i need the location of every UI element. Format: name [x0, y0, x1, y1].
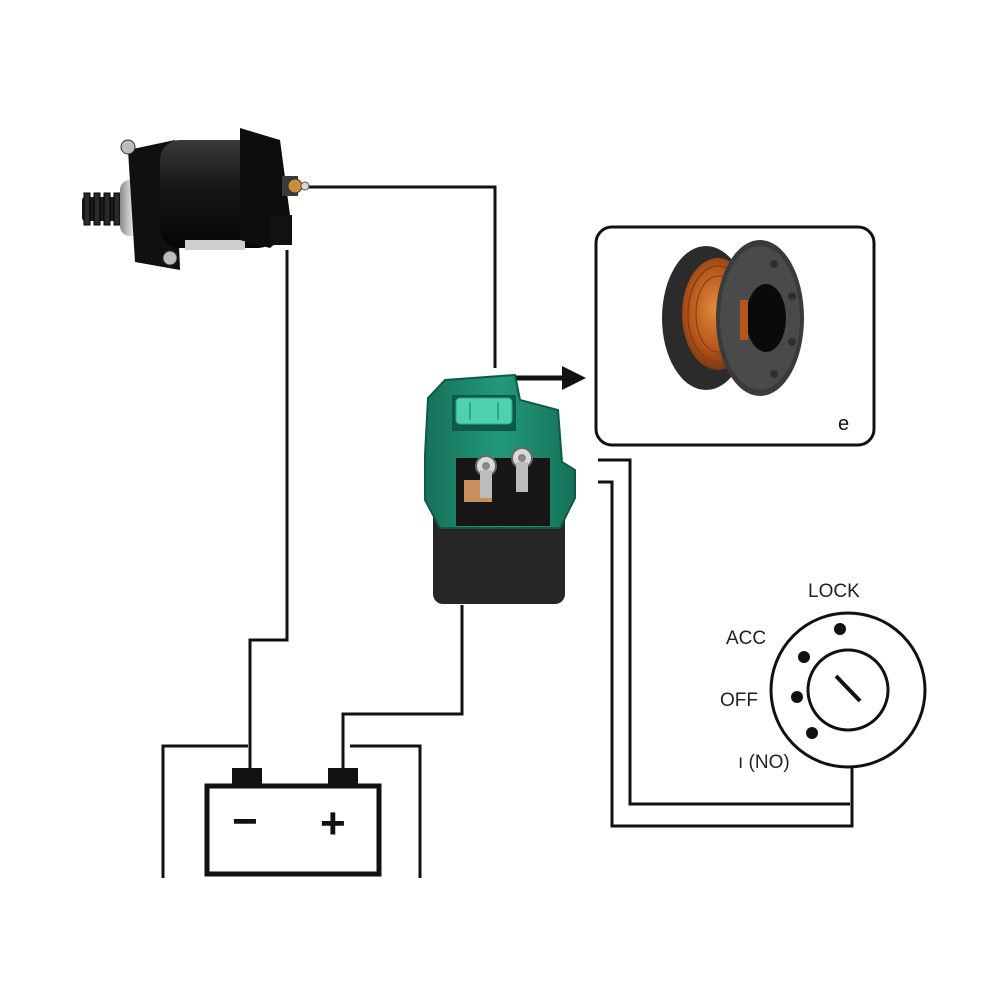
- copper-coil-icon: [662, 240, 804, 396]
- battery-icon: − +: [204, 768, 382, 877]
- wire-motor-to-relay: [308, 185, 497, 368]
- ignition-label-off: OFF: [720, 690, 758, 711]
- ignition-label-on: ı (NO): [738, 752, 790, 773]
- wire-motor-to-battery-negative: [248, 250, 289, 768]
- inset-caption: e: [838, 413, 849, 435]
- ignition-label-acc: ACC: [726, 628, 766, 649]
- wire-battery-right-frame: [350, 744, 422, 878]
- starter-motor-icon: [82, 128, 310, 270]
- wire-relay-to-ignition-outer: [598, 480, 854, 828]
- starter-relay-icon: [424, 373, 576, 604]
- ignition-dot-off: [791, 691, 803, 703]
- arrow-right-icon: [515, 366, 586, 390]
- wire-battery-left-frame: [161, 744, 248, 878]
- ignition-dot-acc: [798, 651, 810, 663]
- wire-relay-to-battery-positive: [341, 605, 464, 768]
- ignition-dot-on: [806, 727, 818, 739]
- ignition-key-indicator: [834, 674, 862, 703]
- battery-plus-symbol: +: [320, 799, 346, 848]
- ignition-switch-icon: LOCK ACC OFF ı (NO): [720, 581, 927, 773]
- wire-relay-to-ignition-inner: [598, 458, 850, 806]
- battery-minus-symbol: −: [232, 797, 258, 846]
- wires: [161, 185, 854, 878]
- ignition-dot-lock: [834, 623, 846, 635]
- ignition-label-lock: LOCK: [808, 581, 860, 602]
- coil-inset: e: [594, 225, 876, 447]
